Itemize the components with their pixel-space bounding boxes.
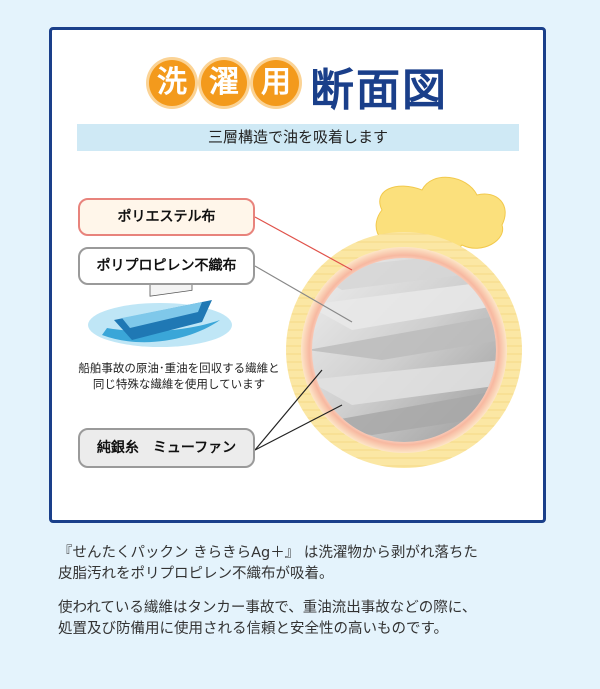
title-char-circle: 洗 [149, 60, 195, 106]
diagram-panel: 洗 濯 用 断面図 三層構造で油を吸着します [49, 27, 546, 523]
description-line: 処置及び防備用に使用される信頼と安全性の高いものです。 [58, 621, 449, 637]
ship-caption: 船舶事故の原油･重油を回収する繊維と 同じ特殊な繊維を使用しています [64, 360, 294, 392]
description-line: 『せんたくパックン きらきらAg＋』 は洗濯物から剥がれ落ちた [58, 545, 478, 561]
title-row: 洗 濯 用 断面図 [52, 54, 543, 116]
description-paragraph-1: 『せんたくパックン きらきらAg＋』 は洗濯物から剥がれ落ちた 皮脂汚れをポリプ… [58, 543, 578, 585]
ship-caption-line: 同じ特殊な繊維を使用しています [92, 377, 266, 391]
subtitle-band: 三層構造で油を吸着します [77, 124, 519, 151]
silver-thread-label: 純銀糸 ミューファン [78, 428, 255, 468]
title-char-circle: 用 [253, 60, 299, 106]
polyester-label: ポリエステル布 [78, 198, 255, 236]
cross-section-illustration [88, 176, 522, 468]
description-line: 皮脂汚れをポリプロピレン不織布が吸着。 [58, 566, 334, 582]
page-title: 断面図 [310, 65, 448, 116]
description-line: 使われている繊維はタンカー事故で、重油流出事故などの際に、 [58, 600, 477, 616]
title-char-circle: 濯 [201, 60, 247, 106]
polypropylene-label: ポリプロピレン不織布 [78, 247, 255, 285]
ship-caption-line: 船舶事故の原油･重油を回収する繊維と [78, 361, 280, 375]
description-paragraph-2: 使われている繊維はタンカー事故で、重油流出事故などの際に、 処置及び防備用に使用… [58, 598, 578, 640]
